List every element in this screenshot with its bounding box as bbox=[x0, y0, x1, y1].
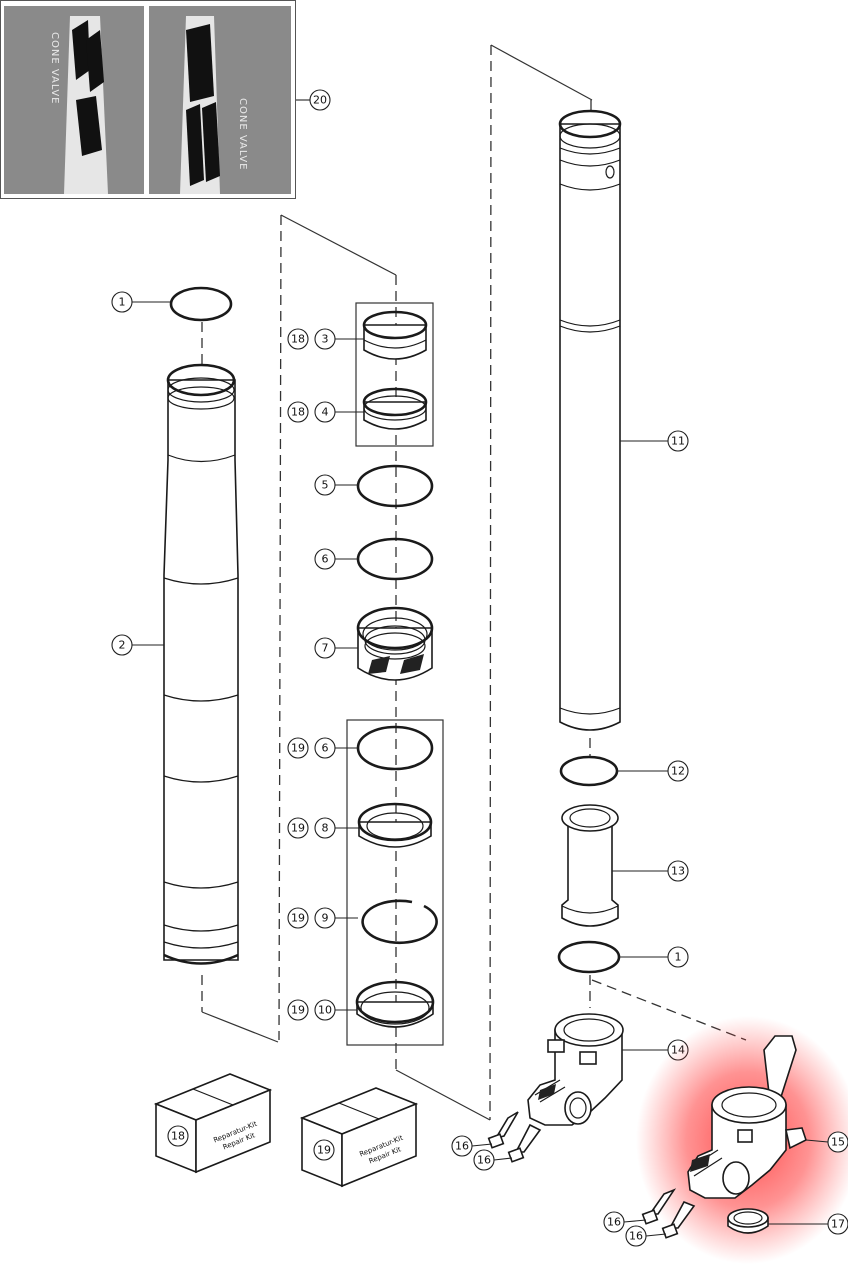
callout-12: 12 bbox=[671, 765, 685, 778]
o-ring-part-12[interactable] bbox=[559, 755, 619, 787]
callout-18-a: 18 bbox=[291, 333, 305, 346]
bushing-part-4[interactable] bbox=[362, 387, 428, 430]
callout-1-bottom: 1 bbox=[675, 951, 682, 964]
box-18-label: 18 bbox=[171, 1130, 185, 1143]
box-19-label: 19 bbox=[317, 1144, 331, 1157]
callout-15: 15 bbox=[831, 1136, 845, 1149]
decal-left-text: CONE VALVE bbox=[49, 32, 60, 105]
callout-19-c: 19 bbox=[291, 912, 305, 925]
axle-clamp-part-15[interactable] bbox=[687, 1035, 807, 1199]
wp-logo-right bbox=[186, 24, 220, 186]
callout-16-d: 16 bbox=[629, 1230, 643, 1243]
wp-logo-left bbox=[72, 20, 104, 156]
callout-13: 13 bbox=[671, 865, 685, 878]
callout-11: 11 bbox=[671, 435, 685, 448]
callout-17: 17 bbox=[831, 1218, 845, 1231]
callout-19-a: 19 bbox=[291, 742, 305, 755]
callout-16-a: 16 bbox=[455, 1140, 469, 1153]
o-ring-top-part-1[interactable] bbox=[169, 286, 233, 322]
callout-7: 7 bbox=[322, 642, 329, 655]
ring-part-6-top[interactable] bbox=[356, 537, 434, 581]
outer-tube-part-2[interactable] bbox=[163, 363, 239, 965]
bolt-part-16-c[interactable] bbox=[641, 1188, 677, 1225]
callout-5: 5 bbox=[322, 479, 329, 492]
callout-6-bottom: 6 bbox=[322, 742, 329, 755]
callout-6-top: 6 bbox=[322, 553, 329, 566]
callout-18-b: 18 bbox=[291, 406, 305, 419]
callout-2: 2 bbox=[119, 639, 126, 652]
decal-inset[interactable]: CONE VALVE CONE VALVE bbox=[0, 0, 296, 199]
callout-19-b: 19 bbox=[291, 822, 305, 835]
callout-4: 4 bbox=[322, 406, 329, 419]
callout-9: 9 bbox=[322, 912, 329, 925]
callout-20: 20 bbox=[313, 94, 327, 107]
seal-part-8[interactable] bbox=[357, 802, 433, 848]
callout-1-top: 1 bbox=[119, 296, 126, 309]
repair-kit-box-18[interactable]: 18 Reparatur-Kit Repair Kit bbox=[153, 1073, 273, 1174]
bushing-part-3[interactable] bbox=[362, 310, 428, 360]
snap-ring-part-9[interactable] bbox=[361, 899, 438, 945]
cap-part-17[interactable] bbox=[727, 1208, 769, 1234]
bolt-part-16-a[interactable] bbox=[487, 1111, 519, 1149]
o-ring-bottom-part-1[interactable] bbox=[557, 940, 621, 974]
ring-part-6-bottom[interactable] bbox=[356, 725, 434, 771]
bolt-part-16-b[interactable] bbox=[507, 1123, 542, 1163]
callout-16-c: 16 bbox=[607, 1216, 621, 1229]
decal-right-panel bbox=[149, 6, 291, 194]
seal-part-7[interactable] bbox=[356, 606, 434, 681]
cartridge-part-13[interactable] bbox=[561, 804, 619, 927]
repair-kit-box-19[interactable]: 19 Reparatur-Kit Repair Kit bbox=[299, 1087, 419, 1188]
seal-part-10[interactable] bbox=[355, 980, 435, 1028]
decal-right-text: CONE VALVE bbox=[237, 98, 248, 171]
callout-3: 3 bbox=[322, 333, 329, 346]
bolt-part-16-d[interactable] bbox=[661, 1200, 696, 1239]
callout-10: 10 bbox=[318, 1004, 332, 1017]
callout-8: 8 bbox=[322, 822, 329, 835]
axle-clamp-part-14[interactable] bbox=[527, 1013, 624, 1126]
inner-tube-part-11[interactable] bbox=[558, 109, 622, 731]
callout-16-b: 16 bbox=[477, 1154, 491, 1167]
ring-part-5[interactable] bbox=[356, 464, 434, 508]
callout-19-d: 19 bbox=[291, 1004, 305, 1017]
